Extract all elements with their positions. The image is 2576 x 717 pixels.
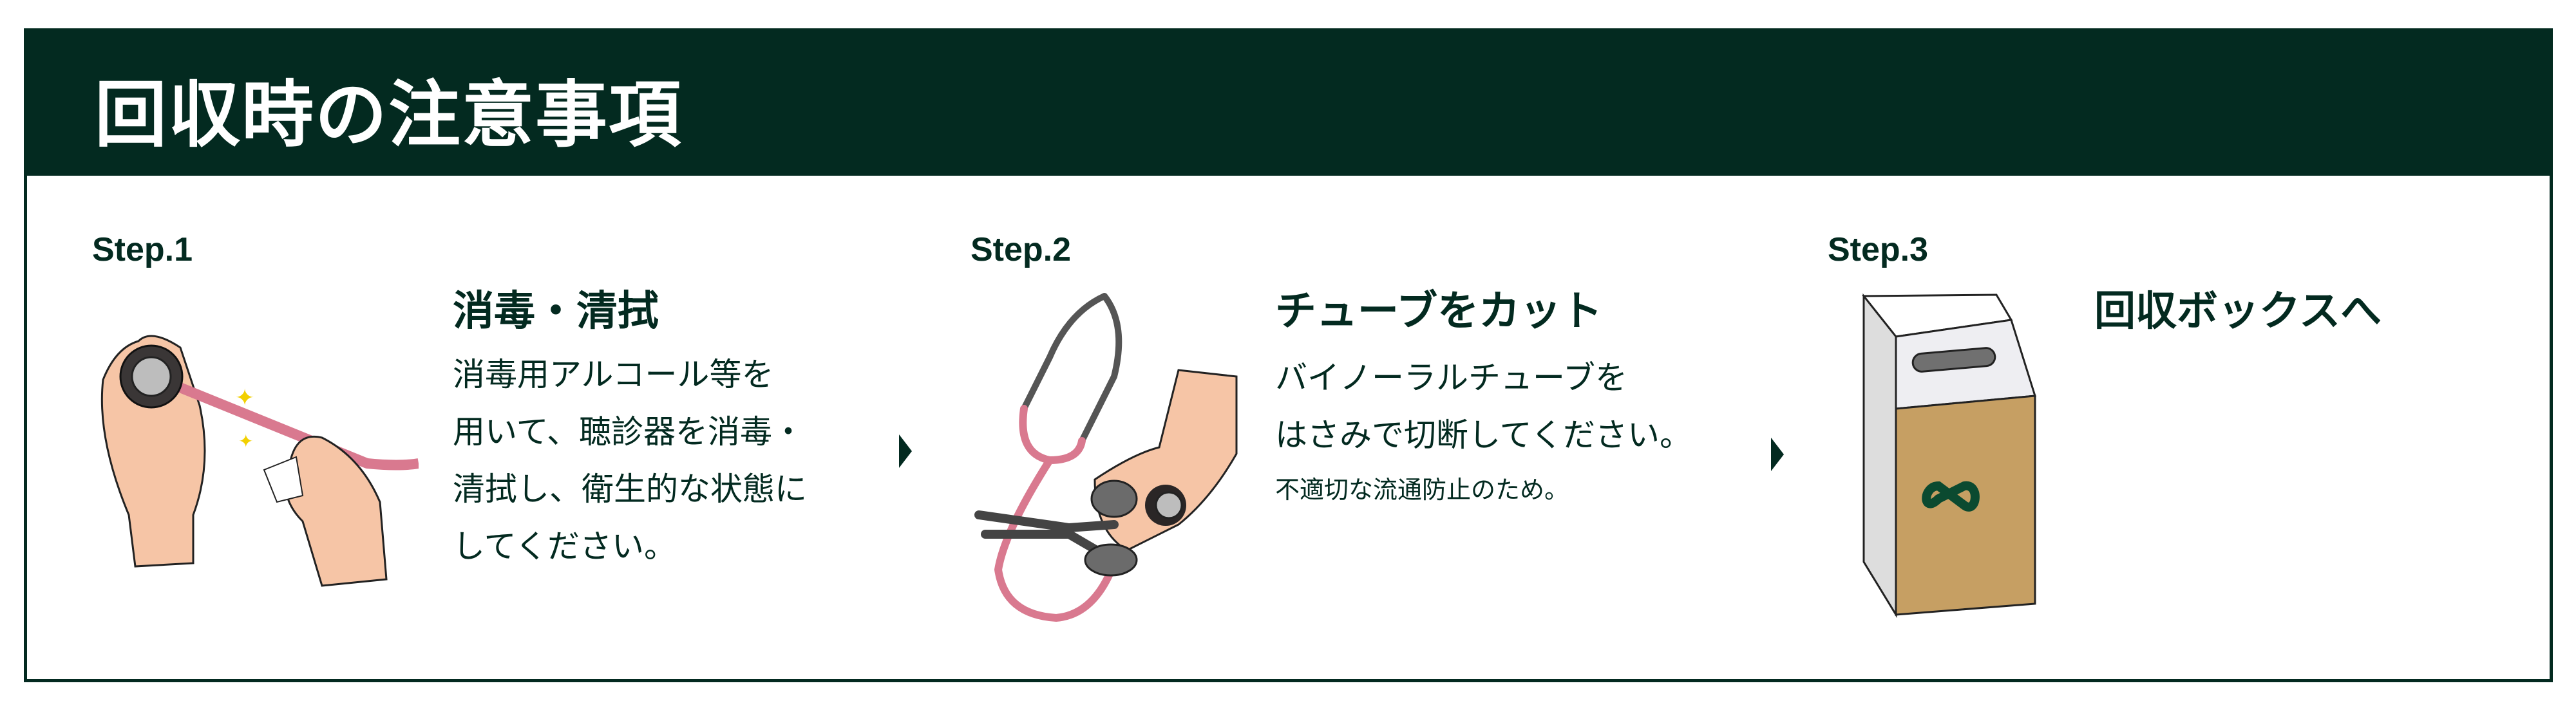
body-line: してください。	[453, 528, 676, 565]
step-2-body: バイノーラルチューブを はさみで切断してください。	[1275, 349, 1692, 464]
step-1-heading: 消毒・清拭	[453, 288, 659, 335]
body-line: 消毒用アルコール等を	[453, 356, 774, 393]
next-arrow-icon	[899, 434, 912, 468]
collection-box-illustration	[1861, 293, 2036, 618]
header-bar	[24, 28, 2553, 176]
step-2-heading: チューブをカット	[1275, 288, 1603, 335]
svg-text:✦: ✦	[235, 385, 254, 411]
recycle-infinity-logo-icon	[1922, 481, 1980, 512]
body-line: はさみで切断してください。	[1275, 416, 1692, 454]
next-arrow-icon	[1771, 438, 1784, 471]
disinfect-illustration: ✦ ✦	[100, 335, 419, 587]
step-1-body: 消毒用アルコール等を 用いて、聴診器を消毒・ 清拭し、衛生的な状態に してくださ…	[453, 346, 807, 575]
step-2-note: 不適切な流通防止のため。	[1275, 476, 1569, 504]
body-line: 用いて、聴診器を消毒・	[453, 413, 804, 451]
step-1-label: Step.1	[92, 231, 193, 268]
body-line: 清拭し、衛生的な状態に	[453, 470, 807, 508]
step-3-heading: 回収ボックスへ	[2094, 288, 2382, 335]
body-line: バイノーラルチューブを	[1275, 359, 1627, 396]
step-2-label: Step.2	[971, 231, 1072, 268]
cut-tube-illustration	[974, 293, 1238, 622]
page-title: 回収時の注意事項	[95, 73, 682, 157]
svg-text:✦: ✦	[238, 431, 253, 452]
step-3-label: Step.3	[1828, 231, 1929, 268]
